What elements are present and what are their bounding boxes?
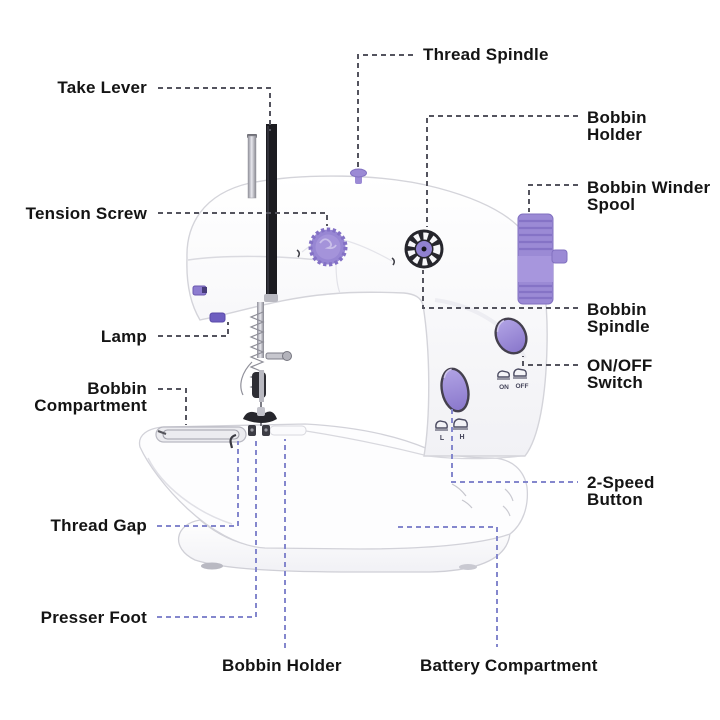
machine-arm xyxy=(186,175,548,457)
callout-bobbin-compartment xyxy=(158,388,187,425)
needle-plate xyxy=(155,425,307,449)
lamp-part xyxy=(209,312,226,323)
label-tension-screw: Tension Screw xyxy=(25,204,147,223)
on-marking: ON xyxy=(499,384,509,391)
label-thread-spindle: Thread Spindle xyxy=(423,45,549,64)
label-on-off-switch: ON/OFF Switch xyxy=(587,356,653,392)
thread-gap-hook xyxy=(229,433,237,449)
presser-foot-part xyxy=(243,411,277,423)
callout-two-speed-button xyxy=(451,409,578,483)
callout-battery-compartment xyxy=(398,526,498,647)
label-presser-foot: Presser Foot xyxy=(40,608,147,627)
callout-presser-foot xyxy=(157,438,257,618)
thread-clip xyxy=(192,285,207,296)
label-lamp: Lamp xyxy=(100,327,147,346)
tension-dial xyxy=(308,227,348,267)
label-take-lever: Take Lever xyxy=(57,78,147,97)
label-bobbin-holder-right: Bobbin Holder xyxy=(587,108,647,144)
callout-bobbin-holder-right xyxy=(426,115,578,227)
label-bobbin-holder-bottom: Bobbin Holder xyxy=(222,656,342,675)
needle-assembly xyxy=(240,302,292,426)
label-two-speed-button: 2-Speed Button xyxy=(587,473,655,509)
high-marking: H xyxy=(459,434,464,441)
machine-body: ON OFF L H xyxy=(138,124,568,573)
callout-thread-spindle xyxy=(357,54,413,170)
label-thread-gap: Thread Gap xyxy=(50,516,147,535)
callout-bobbin-spindle xyxy=(422,270,578,309)
label-bobbin-compartment: Bobbin Compartment xyxy=(34,379,147,415)
thread-spindle-pin xyxy=(350,168,367,184)
callout-lines xyxy=(157,54,578,648)
take-lever-rod xyxy=(247,124,278,302)
speed-button xyxy=(440,367,470,413)
callout-thread-gap xyxy=(157,441,239,527)
low-marking: L xyxy=(440,435,445,442)
label-bobbin-winder-spool: Bobbin Winder Spool xyxy=(587,178,711,214)
callout-take-lever xyxy=(158,87,271,131)
hand-wheel-gear xyxy=(404,229,444,269)
callout-on-off-switch xyxy=(522,356,578,366)
on-off-button xyxy=(494,317,528,355)
label-bobbin-spindle: Bobbin Spindle xyxy=(587,300,650,336)
callout-lamp xyxy=(158,322,229,337)
bobbin-winder-spool-part xyxy=(517,213,568,305)
speed-markings: L H xyxy=(435,418,468,442)
on-off-markings: ON OFF xyxy=(497,368,529,391)
label-battery-compartment: Battery Compartment xyxy=(420,656,598,675)
off-marking: OFF xyxy=(516,383,529,390)
winder-pin xyxy=(551,249,568,264)
callout-tension-screw xyxy=(158,212,328,226)
callout-bobbin-winder-spool xyxy=(528,184,578,212)
